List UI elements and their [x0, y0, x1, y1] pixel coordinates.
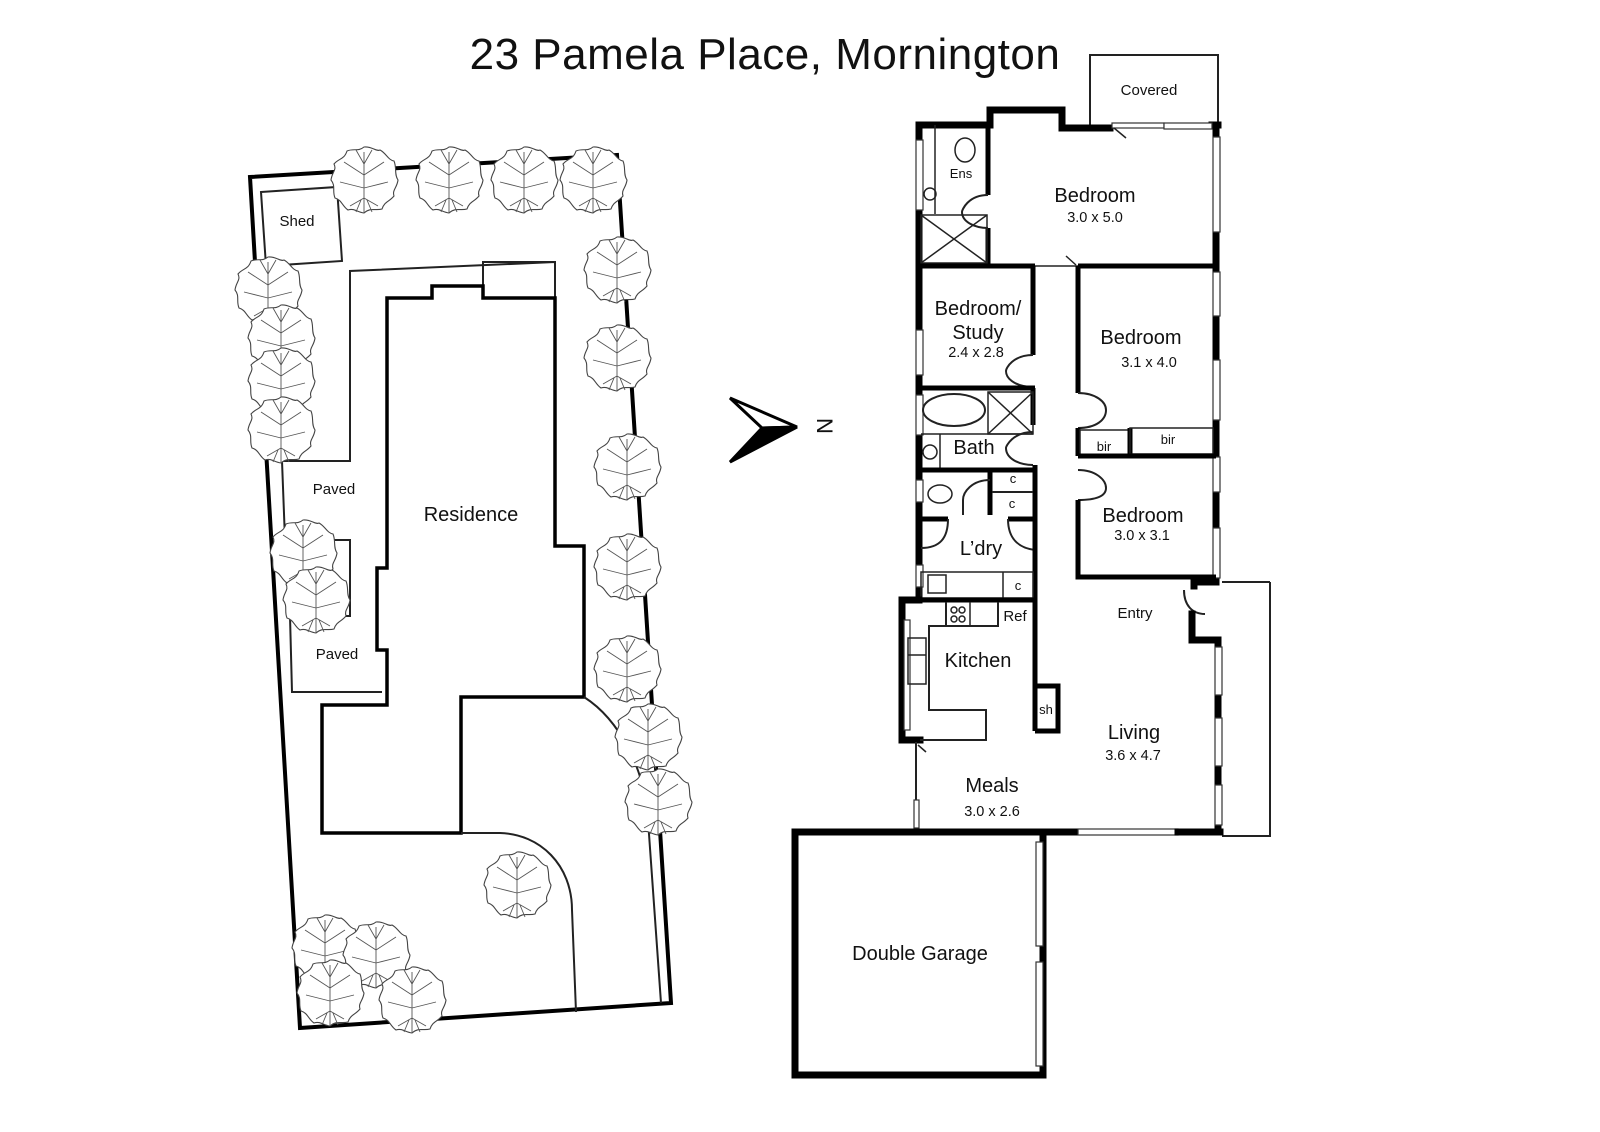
label-double-garage: Double Garage	[852, 943, 988, 965]
shed	[259, 185, 344, 268]
dims-bedroom-2: 3.1 x 4.0	[1121, 355, 1177, 371]
label-bedroom-1: Bedroom	[1054, 185, 1135, 207]
dims-living: 3.6 x 4.7	[1105, 748, 1161, 764]
label-bedroom-study-line1: Bedroom/	[935, 298, 1022, 320]
garage-annex	[482, 261, 556, 299]
dims-bedroom-1: 3.0 x 5.0	[1067, 210, 1123, 226]
paved-path-upper	[282, 260, 556, 462]
label-cupboard-1: c	[1010, 471, 1017, 486]
site-plan: Shed Paved Paved Residence	[234, 146, 693, 1034]
label-shed: Shed	[279, 213, 314, 230]
covered-area	[1089, 54, 1219, 125]
label-entry: Entry	[1117, 605, 1153, 622]
dims-bedroom-study: 2.4 x 2.8	[948, 345, 1004, 361]
driveway-edge	[461, 832, 577, 1013]
trees	[234, 146, 693, 1034]
label-bir-2: bir	[1161, 432, 1176, 447]
label-residence: Residence	[424, 504, 519, 526]
label-paved-lower: Paved	[316, 646, 359, 663]
site-boundary	[247, 152, 674, 1031]
label-bedroom-2: Bedroom	[1100, 327, 1181, 349]
north-arrow-icon: N	[728, 396, 837, 464]
label-cupboard-2: c	[1009, 496, 1016, 511]
label-ref: Ref	[1003, 608, 1027, 625]
label-bath: Bath	[953, 437, 994, 459]
dims-bedroom-3: 3.0 x 3.1	[1114, 528, 1170, 544]
label-meals: Meals	[965, 775, 1018, 797]
label-bedroom-study-line2: Study	[952, 322, 1003, 344]
floor-plan: Ens Covered Bedroom 3.0 x 5.0 Bedroom/ S…	[791, 54, 1271, 1079]
label-ensuite: Ens	[950, 166, 973, 181]
label-laundry: L’dry	[960, 538, 1002, 560]
label-bir-1: bir	[1097, 439, 1112, 454]
label-laundry-cupboard: c	[1015, 578, 1022, 593]
dims-meals: 3.0 x 2.6	[964, 804, 1020, 820]
north-label: N	[812, 418, 837, 434]
label-covered: Covered	[1121, 82, 1178, 99]
page-title: 23 Pamela Place, Mornington	[469, 30, 1061, 79]
label-bedroom-3: Bedroom	[1102, 505, 1183, 527]
residence-footprint	[320, 284, 586, 835]
label-paved-upper: Paved	[313, 481, 356, 498]
label-kitchen: Kitchen	[945, 650, 1012, 672]
label-shelves: sh	[1039, 702, 1053, 717]
label-living: Living	[1108, 722, 1160, 744]
